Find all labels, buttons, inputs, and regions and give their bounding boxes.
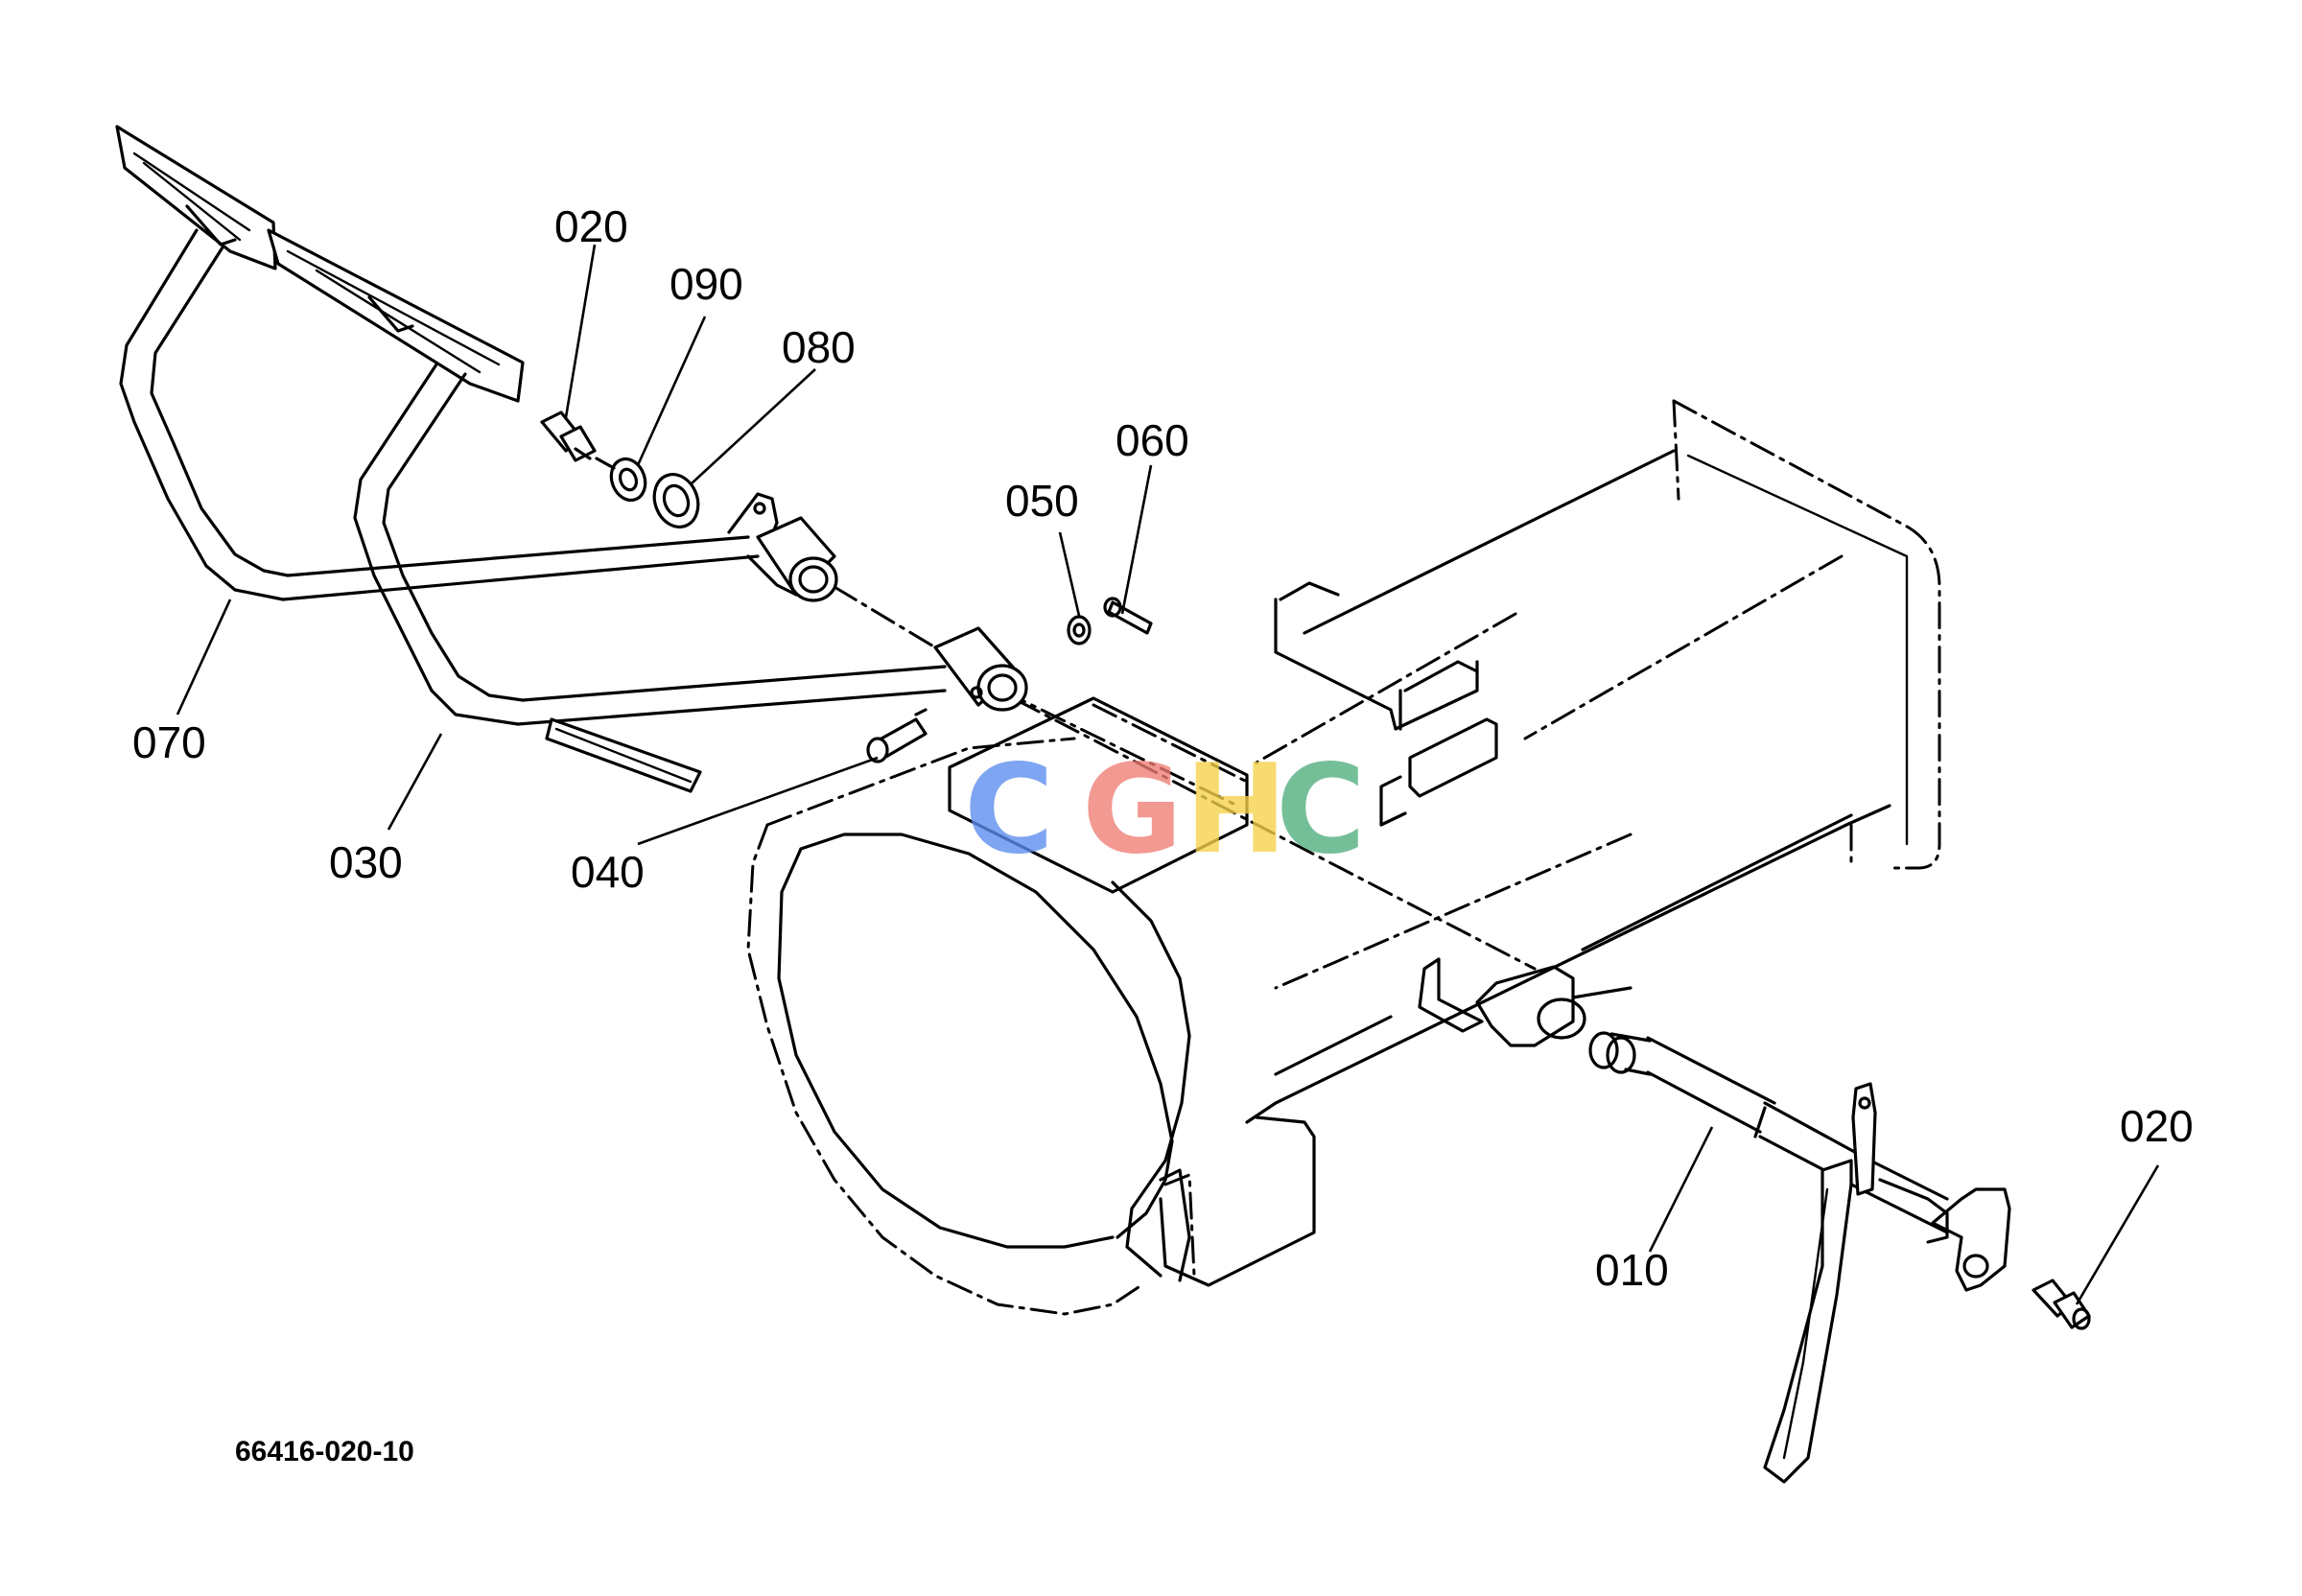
leader-080 — [690, 368, 816, 485]
callout-020-right: 020 — [2120, 1101, 2194, 1151]
watermark-letter-2: G — [1082, 739, 1183, 881]
callout-090: 090 — [669, 259, 743, 309]
assembly-centerline-top-cover — [1000, 689, 1239, 808]
leader-050 — [1058, 531, 1081, 617]
pedal-070 — [115, 125, 838, 602]
watermark-letter-1: C — [964, 739, 1054, 881]
pedal-030 — [267, 228, 1028, 793]
watermark-letter-4: C — [1276, 739, 1366, 881]
washer-050 — [1067, 615, 1092, 645]
split-pin-060 — [1103, 597, 1153, 635]
leader-090 — [636, 316, 707, 466]
drawing-number: 66416-020-10 — [235, 1436, 414, 1467]
transmission-housing — [746, 399, 1941, 1316]
circlip-090 — [609, 457, 647, 503]
watermark-logo: C G H C — [964, 739, 1366, 881]
grease-nipple-020-right — [2032, 1279, 2091, 1330]
callout-050: 050 — [1005, 476, 1079, 526]
shaft-010 — [1588, 1031, 2011, 1484]
clevis-pin-040 — [866, 708, 928, 763]
callout-070: 070 — [132, 717, 206, 767]
watermark-letter-3: H — [1185, 739, 1287, 881]
callout-080: 080 — [782, 322, 856, 372]
callout-030: 030 — [329, 837, 403, 887]
callout-040: 040 — [571, 847, 645, 897]
leader-040 — [637, 756, 879, 846]
leader-070 — [176, 598, 232, 716]
washer-080 — [652, 473, 700, 528]
callout-020-top: 020 — [554, 201, 628, 251]
leader-030 — [387, 733, 443, 831]
leader-020-top — [564, 244, 597, 418]
assembly-centerline-mid — [1015, 698, 1537, 971]
leader-010 — [1648, 1126, 1714, 1253]
leader-060 — [1120, 464, 1153, 615]
callout-010: 010 — [1595, 1245, 1669, 1295]
callout-060: 060 — [1116, 415, 1189, 465]
leader-020-right — [2075, 1164, 2160, 1305]
grease-nipple-020-top — [540, 411, 616, 470]
